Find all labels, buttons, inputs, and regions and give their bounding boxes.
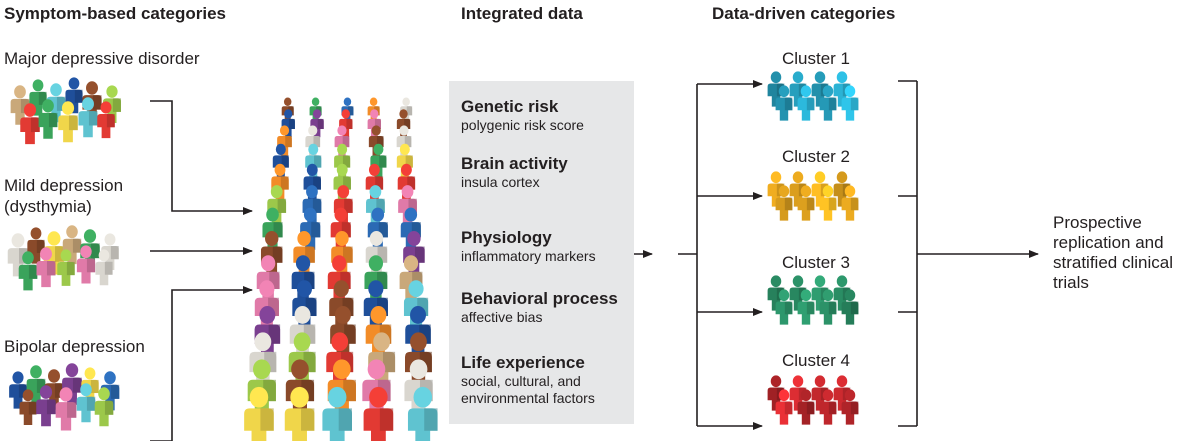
person-icon <box>244 386 274 441</box>
group-label-bipolar: Bipolar depression <box>4 337 145 356</box>
person-icon <box>97 101 115 139</box>
heading-data-driven: Data-driven categories <box>712 4 896 23</box>
person-icon <box>797 185 815 221</box>
person-icon <box>841 289 859 325</box>
person-icon <box>775 389 793 425</box>
person-icon <box>819 85 837 121</box>
outcome-text: Prospective replication and stratified c… <box>1053 213 1173 292</box>
data-item-life-experience: Life experience social, cultural, and en… <box>461 353 626 407</box>
data-item-title: Genetic risk <box>461 97 559 116</box>
person-icon <box>36 247 56 288</box>
integrated-data-panel: Genetic risk polygenic risk score Brain … <box>449 81 634 424</box>
person-icon <box>775 85 793 121</box>
arrows <box>150 80 1039 441</box>
person-icon <box>775 289 793 325</box>
data-item-subtitle: inflammatory markers <box>461 248 596 264</box>
data-item-title: Physiology <box>461 228 552 247</box>
person-icon <box>36 385 56 427</box>
person-icon <box>407 386 438 441</box>
people-cluster-4 <box>767 375 859 425</box>
person-icon <box>841 389 859 425</box>
cluster-label-4: Cluster 4 <box>781 351 851 370</box>
person-icon <box>819 389 837 425</box>
data-item-title: Life experience <box>461 353 585 372</box>
people-group-major-depressive <box>10 77 121 145</box>
person-icon <box>94 387 114 427</box>
people-cluster-2 <box>767 171 859 221</box>
person-icon <box>284 386 315 441</box>
person-icon <box>76 245 96 284</box>
person-icon <box>797 85 815 121</box>
data-item-physiology: Physiology inflammatory markers <box>461 228 596 265</box>
data-item-subtitle: polygenic risk score <box>461 117 584 133</box>
data-item-brain-activity: Brain activity insula cortex <box>461 154 568 191</box>
arrow-bipolar-to-crowd <box>150 286 253 441</box>
person-icon <box>18 251 38 291</box>
person-icon <box>797 289 815 325</box>
data-item-subtitle: affective bias <box>461 309 543 325</box>
people-crowd-mixed <box>244 97 438 441</box>
heading-symptom-based: Symptom-based categories <box>4 4 227 23</box>
people-group-mild-depression <box>7 225 119 291</box>
people-cluster-1 <box>767 71 859 121</box>
person-icon <box>841 185 859 221</box>
data-item-subtitle: insula cortex <box>461 174 540 190</box>
person-icon <box>322 386 353 441</box>
people-cluster-3 <box>767 275 859 325</box>
person-icon <box>841 85 859 121</box>
cluster-label-2: Cluster 2 <box>781 147 851 166</box>
group-label-major-depressive: Major depressive disorder <box>4 49 200 68</box>
person-icon <box>363 386 394 441</box>
cluster-label-3: Cluster 3 <box>781 253 851 272</box>
person-icon <box>819 185 837 221</box>
person-icon <box>775 185 793 221</box>
person-icon <box>78 97 98 138</box>
people-group-bipolar <box>9 363 120 431</box>
data-item-title: Behavioral process <box>461 289 618 308</box>
person-icon <box>38 99 58 139</box>
person-icon <box>55 387 77 431</box>
person-icon <box>76 383 96 423</box>
person-icon <box>58 101 78 143</box>
arrow-major-to-crowd <box>150 100 253 215</box>
person-icon <box>9 371 27 409</box>
data-item-behavioral-process: Behavioral process affective bias <box>461 289 618 326</box>
person-icon <box>57 249 75 286</box>
heading-integrated-data: Integrated data <box>461 4 583 23</box>
cluster-label-1: Cluster 1 <box>781 49 851 68</box>
data-item-subtitle: social, cultural, and environmental fact… <box>461 373 595 406</box>
person-icon <box>819 289 837 325</box>
person-icon <box>95 249 113 286</box>
person-icon <box>19 389 37 426</box>
data-item-genetic-risk: Genetic risk polygenic risk score <box>461 97 584 134</box>
person-icon <box>797 389 815 425</box>
person-icon <box>26 365 46 405</box>
person-icon <box>20 103 40 145</box>
group-label-mild-depression: Mild depression (dysthymia) <box>4 176 124 216</box>
data-item-title: Brain activity <box>461 154 568 173</box>
